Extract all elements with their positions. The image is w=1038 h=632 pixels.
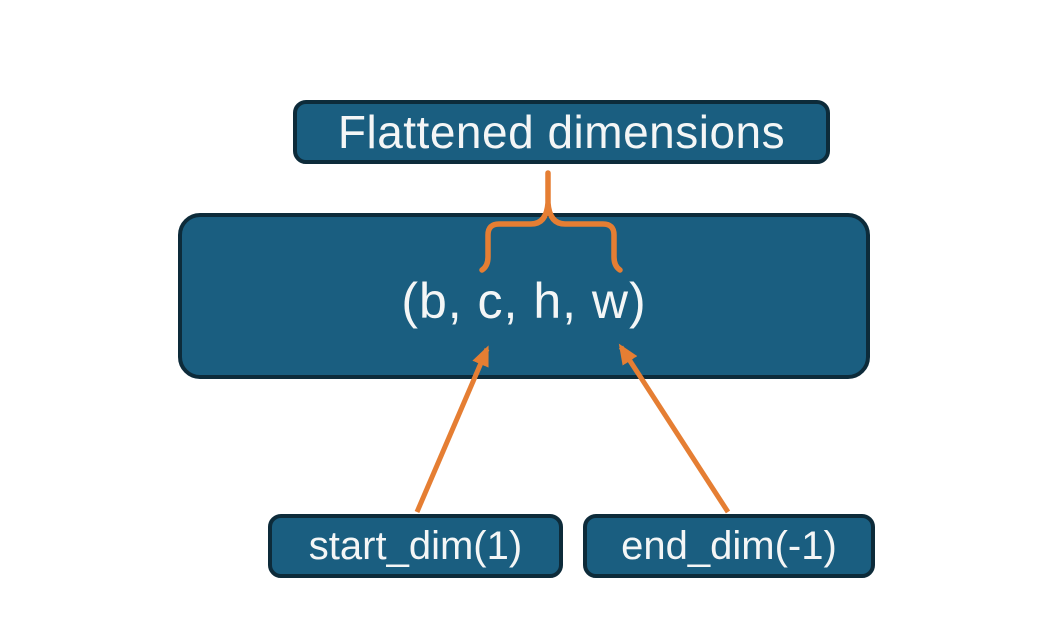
flattened-dimensions-label: Flattened dimensions [337,106,786,158]
start-dim-box: start_dim(1) [268,514,563,578]
tensor-shape-label: (b, c, h, w) [401,273,647,329]
flattened-dimensions-box: Flattened dimensions [293,100,830,164]
end-dim-label: end_dim(-1) [621,523,837,568]
end-dim-box: end_dim(-1) [583,514,875,578]
start-dim-label: start_dim(1) [308,523,523,568]
tensor-shape-box: (b, c, h, w) [178,213,870,379]
